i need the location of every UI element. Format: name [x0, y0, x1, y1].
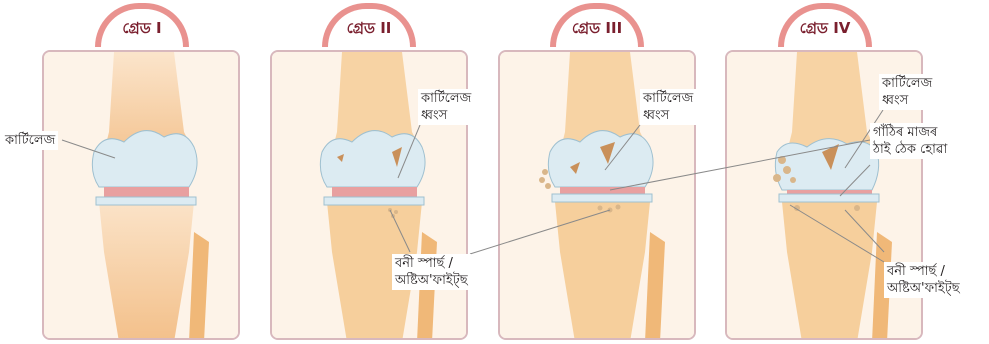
label-cartilage-loss-grade-2: কাৰ্টিলেজ ধ্বংস: [418, 89, 474, 125]
label-bone-spurs-grade-2: বনী স্পাৰ্ছ / অষ্টিঅ'ফাইট্‌ছ: [392, 254, 471, 290]
leader-cartilage-1: [62, 140, 115, 158]
label-joint-space-narrowing: গাঁঠিৰ মাজৰ ঠাই ঠেক হোৱা: [870, 123, 950, 159]
leader-cartilage-loss-2: [398, 125, 420, 178]
leader-joint-space-4: [840, 165, 870, 196]
leader-spurs-4a: [790, 205, 884, 262]
label-cartilage-loss-grade-4: কাৰ্টিলেজ ধ্বংস: [879, 74, 935, 110]
label-cartilage-loss-grade-3: কাৰ্টিলেজ ধ্বংস: [640, 89, 696, 125]
label-bone-spurs-grade-4: বনী স্পাৰ্ছ / অষ্টিঅ'ফাইট্‌ছ: [884, 262, 963, 298]
leader-joint-space-3: [610, 140, 870, 190]
leader-cartilage-loss-3: [605, 125, 640, 170]
label-cartilage-grade-1: কাৰ্টিলেজ: [2, 131, 58, 150]
leader-spurs-4b: [845, 210, 884, 252]
leader-spurs-3: [470, 210, 610, 254]
leader-spurs-2: [390, 210, 410, 252]
